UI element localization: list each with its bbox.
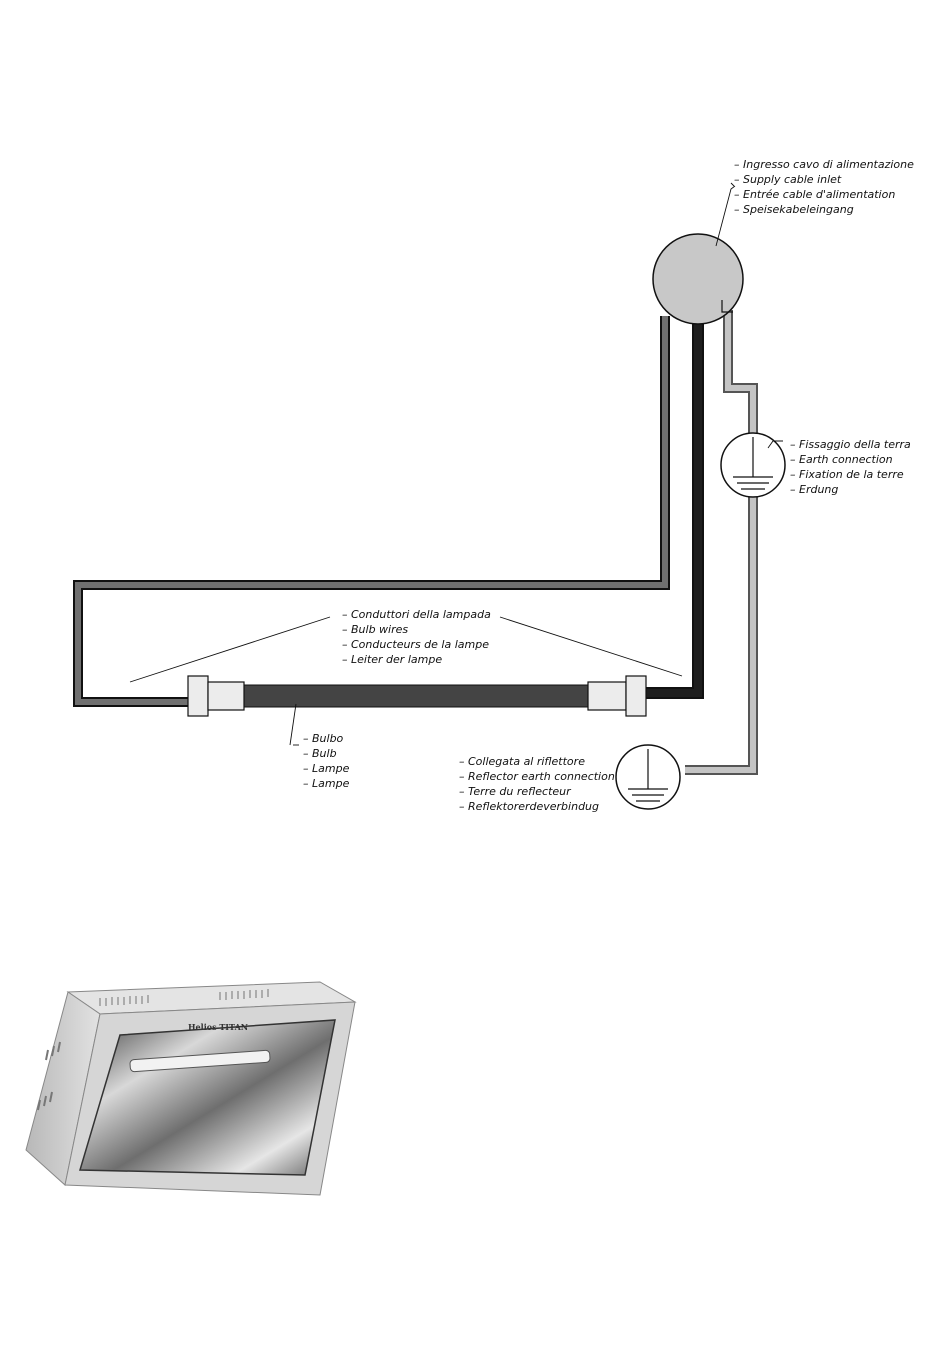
grey-wire [73,316,670,707]
label-line: Fixation de la terre [790,467,911,482]
label-line: Reflektorerdeverbindug [459,799,615,814]
heater-product-photo: Helios TITAN [25,981,357,1196]
label-line: Collegata al riflettore [459,754,615,769]
label-line: Ingresso cavo di alimentazione [734,157,914,172]
label-line: Bulb [303,746,349,761]
reflector-earth-symbol [615,744,681,810]
label-line: Lampe [303,776,349,791]
label-line: Bulbo [303,731,349,746]
bulb-wires-label: Conduttori della lampada Bulb wires Cond… [342,607,491,667]
bulb-assembly [187,675,647,717]
label-line: Entrée cable d'alimentation [734,187,914,202]
leader-lines [129,182,783,746]
bulb-label: Bulbo Bulb Lampe Lampe [303,731,349,791]
earth-connection-symbol [720,432,786,498]
black-wire [646,318,704,699]
label-line: Lampe [303,761,349,776]
reflector-earth-label: Collegata al riflettore Reflector earth … [459,754,615,814]
label-line: Reflector earth connection [459,769,615,784]
label-line: Leiter der lampe [342,652,491,667]
heater-logo: Helios TITAN [188,1022,248,1032]
label-line: Erdung [790,482,911,497]
label-line: Speisekabeleingang [734,202,914,217]
label-line: Terre du reflecteur [459,784,615,799]
label-line: Conduttori della lampada [342,607,491,622]
label-line: Fissaggio della terra [790,437,911,452]
label-line: Supply cable inlet [734,172,914,187]
label-line: Bulb wires [342,622,491,637]
supply-cable-inlet-label: Ingresso cavo di alimentazione Supply ca… [734,157,914,217]
label-line: Earth connection [790,452,911,467]
supply-inlet-circle [652,233,744,325]
label-line: Conducteurs de la lampe [342,637,491,652]
earth-connection-label: Fissaggio della terra Earth connection F… [790,437,911,497]
earth-wire [685,310,758,775]
